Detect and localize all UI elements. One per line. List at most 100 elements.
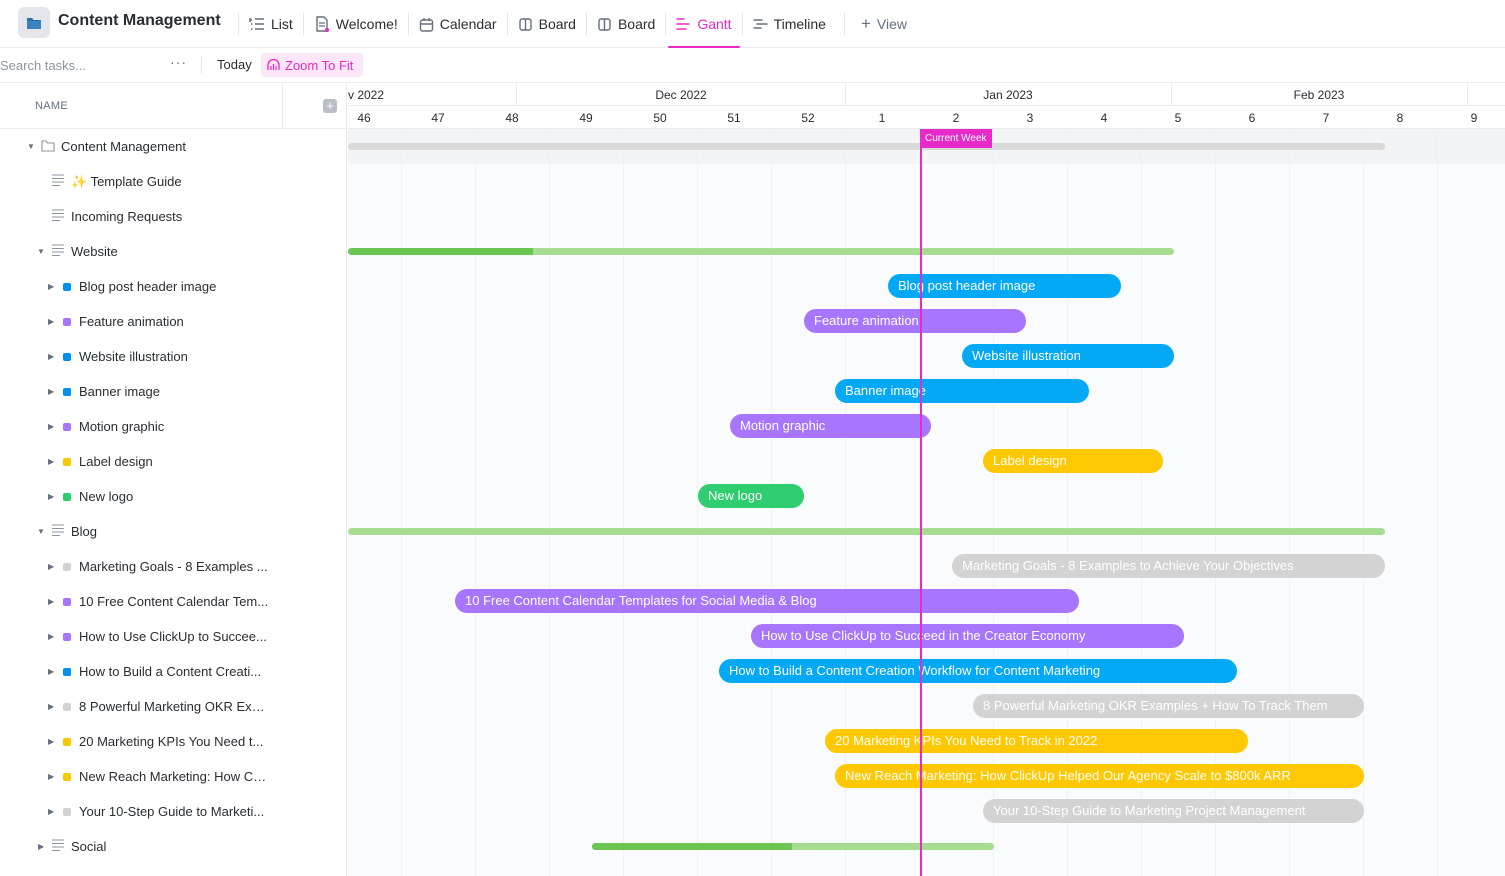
task-row[interactable]: ▶ 20 Marketing KPIs You Need t... — [0, 724, 346, 759]
tab-label: Board — [617, 16, 656, 32]
list-row[interactable]: ▼ Website — [0, 234, 346, 269]
caret-right-icon[interactable]: ▶ — [48, 667, 55, 676]
gantt-bar[interactable]: How to Build a Content Creation Workflow… — [719, 659, 1237, 683]
gantt-bar[interactable]: 20 Marketing KPIs You Need to Track in 2… — [825, 729, 1248, 753]
task-row[interactable]: ▶ New logo — [0, 479, 346, 514]
gantt-bar[interactable]: 8 Powerful Marketing OKR Examples + How … — [973, 694, 1364, 718]
list-icon — [249, 18, 264, 30]
caret-down-icon[interactable]: ▼ — [37, 527, 45, 536]
caret-right-icon[interactable]: ▶ — [48, 387, 55, 396]
tab-label: Gantt — [697, 16, 732, 32]
task-label: Motion graphic — [79, 419, 165, 434]
tab-list[interactable]: List — [239, 0, 303, 48]
website-summary-bar[interactable] — [348, 248, 1174, 255]
tab-timeline[interactable]: Timeline — [743, 0, 836, 48]
caret-right-icon[interactable]: ▶ — [48, 282, 55, 291]
week-label: 49 — [579, 111, 593, 125]
tab-board-2[interactable]: Board — [587, 0, 665, 48]
caret-right-icon[interactable]: ▶ — [48, 632, 55, 641]
gantt-bar[interactable]: Marketing Goals - 8 Examples to Achieve … — [952, 554, 1385, 578]
caret-right-icon[interactable]: ▶ — [48, 562, 55, 571]
search-input[interactable] — [0, 54, 150, 76]
name-column-header[interactable]: NAME — [35, 100, 68, 112]
divider — [407, 13, 409, 35]
caret-down-icon[interactable]: ▼ — [37, 247, 45, 256]
task-row[interactable]: ▶ Website illustration — [0, 339, 346, 374]
task-row[interactable]: ▶ How to Build a Content Creati... — [0, 654, 346, 689]
month-label: Jan 2023 — [983, 88, 1033, 102]
gantt-bar[interactable]: Motion graphic — [730, 414, 931, 438]
task-row[interactable]: ▶ How to Use ClickUp to Succee... — [0, 619, 346, 654]
task-row[interactable]: ▶ Motion graphic — [0, 409, 346, 444]
task-row[interactable]: ▶ Your 10-Step Guide to Marketi... — [0, 794, 346, 829]
grid-line — [1215, 129, 1216, 876]
tab-welcome[interactable]: Welcome! — [304, 0, 408, 48]
list-icon — [52, 524, 64, 536]
list-icon — [52, 209, 64, 221]
tab-board[interactable]: Board — [508, 0, 586, 48]
caret-right-icon[interactable]: ▶ — [48, 807, 55, 816]
folder-summary-bar[interactable] — [348, 143, 1385, 150]
task-row[interactable]: ▶ New Reach Marketing: How Cli... — [0, 759, 346, 794]
task-label: Your 10-Step Guide to Marketi... — [79, 804, 265, 819]
zoom-to-fit-button[interactable]: Zoom To Fit — [261, 53, 364, 77]
caret-down-icon[interactable]: ▼ — [27, 142, 35, 151]
blog-summary-bar[interactable] — [348, 528, 1385, 535]
caret-right-icon[interactable]: ▶ — [48, 422, 55, 431]
task-row[interactable]: ▶ Banner image — [0, 374, 346, 409]
social-summary-bar[interactable] — [592, 843, 994, 850]
grid-line — [1363, 129, 1364, 876]
caret-right-icon[interactable]: ▶ — [48, 597, 55, 606]
add-view-button[interactable]: + View — [851, 0, 917, 48]
status-dot — [63, 738, 71, 746]
gantt-bar[interactable]: Your 10-Step Guide to Marketing Project … — [983, 799, 1364, 823]
tab-calendar[interactable]: Calendar — [409, 0, 507, 48]
week-label: 46 — [357, 111, 371, 125]
gantt-bar[interactable]: Blog post header image — [888, 274, 1121, 298]
today-button[interactable]: Today — [217, 57, 252, 72]
folder-row[interactable]: ▼ Content Management — [0, 129, 346, 164]
gantt-bar[interactable]: How to Use ClickUp to Succeed in the Cre… — [751, 624, 1184, 648]
folder-icon — [41, 140, 55, 152]
task-row[interactable]: ▶ Label design — [0, 444, 346, 479]
list-row[interactable]: ▶ Social — [0, 829, 346, 864]
grid-line — [1067, 129, 1068, 876]
gantt-bar[interactable]: New logo — [698, 484, 804, 508]
task-row[interactable]: ▶ Marketing Goals - 8 Examples ... — [0, 549, 346, 584]
task-row[interactable]: ▶ Feature animation — [0, 304, 346, 339]
divider — [506, 13, 508, 35]
week-label: 3 — [1026, 111, 1034, 125]
task-row[interactable]: ▶ 10 Free Content Calendar Tem... — [0, 584, 346, 619]
caret-right-icon[interactable]: ▶ — [48, 772, 55, 781]
list-row[interactable]: ✨ Template Guide — [0, 164, 346, 199]
caret-right-icon[interactable]: ▶ — [48, 352, 55, 361]
gantt-bar[interactable]: Banner image — [835, 379, 1089, 403]
folder-space-icon[interactable] — [18, 7, 50, 38]
caret-right-icon[interactable]: ▶ — [48, 702, 55, 711]
tab-gantt[interactable]: Gantt — [666, 0, 741, 48]
month-label: Feb 2023 — [1293, 88, 1345, 102]
caret-right-icon[interactable]: ▶ — [48, 492, 55, 501]
doc-icon — [316, 16, 329, 32]
gantt-bar[interactable]: 10 Free Content Calendar Templates for S… — [455, 589, 1079, 613]
more-options-button[interactable]: ··· — [170, 54, 187, 70]
tab-label: Welcome! — [335, 16, 398, 32]
week-label: 47 — [431, 111, 445, 125]
gantt-bar[interactable]: New Reach Marketing: How ClickUp Helped … — [835, 764, 1364, 788]
caret-right-icon[interactable]: ▶ — [48, 457, 55, 466]
divider — [1467, 84, 1468, 106]
add-column-button[interactable]: + — [323, 99, 337, 113]
task-row[interactable]: ▶ 8 Powerful Marketing OKR Exa... — [0, 689, 346, 724]
list-item-label: Content Management — [61, 139, 187, 154]
caret-right-icon[interactable]: ▶ — [48, 317, 55, 326]
caret-right-icon[interactable]: ▶ — [38, 842, 45, 851]
list-row[interactable]: ▼ Blog — [0, 514, 346, 549]
task-row[interactable]: ▶ Blog post header image — [0, 269, 346, 304]
caret-right-icon[interactable]: ▶ — [48, 737, 55, 746]
gantt-bar[interactable]: Website illustration — [962, 344, 1174, 368]
gantt-bar[interactable]: Label design — [983, 449, 1163, 473]
status-dot — [63, 353, 71, 361]
gantt-bar[interactable]: Feature animation — [804, 309, 1026, 333]
list-row[interactable]: Incoming Requests — [0, 199, 346, 234]
divider — [1171, 84, 1172, 106]
